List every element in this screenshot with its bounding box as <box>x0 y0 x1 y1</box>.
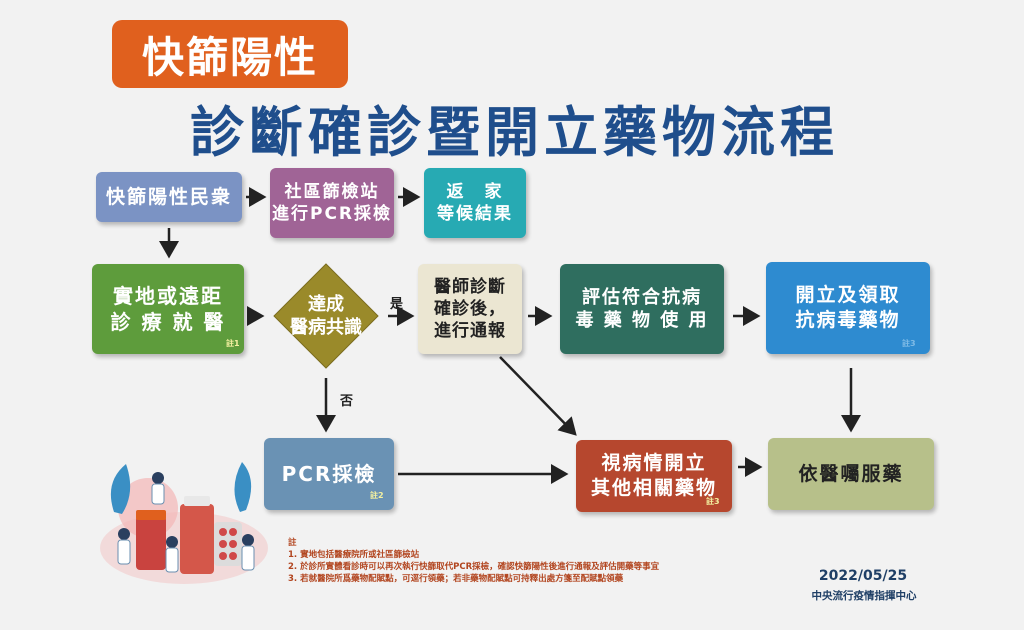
doctor-figure-icon <box>118 528 130 540</box>
node-rapid-positive: 快篩陽性民衆 <box>96 172 242 222</box>
node-community-station: 社區篩檢站 進行PCR採檢 <box>270 168 394 238</box>
note-mark-2: 註2 <box>370 491 384 500</box>
node-clinic-visit: 實地或遠距 診 療 就 醫 <box>92 264 244 354</box>
note-mark-1: 註1 <box>226 339 240 348</box>
leaf-icon <box>234 462 252 512</box>
diamond-shape <box>273 263 379 369</box>
node-evaluate-antiviral: 評估符合抗病 毒 藥 物 使 用 <box>560 264 724 354</box>
medical-illustration <box>100 462 268 584</box>
node-consensus-label: 達成 醫病共識 <box>290 293 362 338</box>
node-consensus-diamond: 達成 醫病共識 <box>270 260 382 372</box>
footnote-item: 1. 實地包括醫療院所或社區篩檢站 <box>288 550 420 560</box>
badge-rapid-positive: 快篩陽性 <box>112 20 348 88</box>
footnote-item: 2. 於診所實體看診時可以再次執行快篩取代PCR採檢，確認快篩陽性後進行通報及評… <box>288 562 660 572</box>
node-pcr: PCR採檢 <box>264 438 394 510</box>
node-doctor-diagnosis: 醫師診斷 確診後， 進行通報 <box>418 264 522 354</box>
note-mark-prescribe: 註3 <box>902 339 916 348</box>
medicine-bottle-icon <box>136 516 166 570</box>
arrow-doctor-to-other <box>499 356 577 436</box>
node-other-meds: 視病情開立 其他相關藥物 <box>576 440 732 512</box>
publish-date: 2022/05/25 <box>818 568 908 584</box>
medicine-bottle-icon <box>180 504 214 574</box>
footnotes-heading: 註 <box>288 538 297 548</box>
footnotes: 註 1. 實地包括醫療院所或社區篩檢站 2. 於診所實體看診時可以再次執行快篩取… <box>288 537 758 585</box>
publisher-org: 中央流行疫情指揮中心 <box>811 590 917 602</box>
node-follow-prescription: 依醫囑服藥 <box>768 438 934 510</box>
edge-label-no: 否 <box>340 394 354 409</box>
edge-label-yes: 是 <box>390 297 404 312</box>
note-mark-3: 註3 <box>706 497 720 506</box>
node-prescribe-antiviral: 開立及領取 抗病毒藥物 <box>766 262 930 354</box>
leaf-icon <box>110 464 131 514</box>
pill-pack-icon <box>214 522 242 566</box>
doctor-figure-icon <box>152 472 164 484</box>
doctor-figure-icon <box>166 536 178 548</box>
page-title: 診斷確診暨開立藥物流程 <box>190 100 839 164</box>
node-go-home: 返 家 等候結果 <box>424 168 526 238</box>
footnote-item: 3. 若就醫院所爲藥物配賦點，可逕行領藥；若非藥物配賦點可持釋出處方箋至配賦點領… <box>288 574 624 584</box>
doctor-figure-icon <box>242 534 254 546</box>
